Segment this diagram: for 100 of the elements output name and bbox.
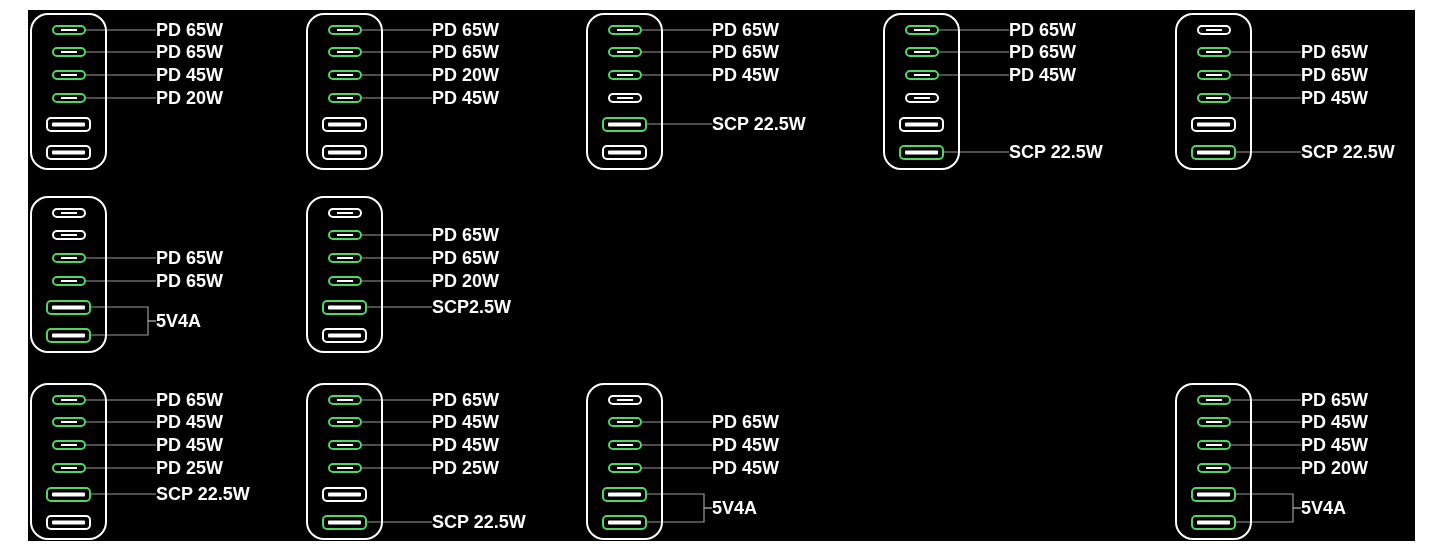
usb-c-port — [51, 25, 86, 35]
charger-outline — [883, 13, 960, 170]
usb-c-port — [327, 208, 362, 218]
port-power-label: PD 65W — [432, 248, 500, 268]
usb-c-port — [51, 70, 86, 80]
leader-line — [90, 493, 157, 495]
usb-c-port — [1196, 93, 1231, 103]
usb-c-port — [51, 208, 86, 218]
leader-line — [84, 29, 157, 31]
usb-c-port — [51, 93, 86, 103]
usb-c-port — [327, 417, 362, 427]
usb-a-port — [46, 116, 91, 132]
leader-line — [646, 123, 713, 125]
leader-line — [360, 234, 433, 236]
port-power-label: 5V4A — [156, 311, 202, 331]
leader-line — [84, 399, 157, 401]
leader-line — [937, 51, 1010, 53]
usb-a-port — [322, 144, 367, 160]
usb-a-port — [46, 486, 91, 502]
leader-line — [360, 280, 433, 282]
leader-line — [1229, 51, 1302, 53]
usb-c-port — [607, 93, 642, 103]
leader-line — [84, 74, 157, 76]
usb-c-port — [1196, 25, 1231, 35]
charger-outline — [30, 383, 107, 540]
leader-line — [937, 74, 1010, 76]
port-power-label: PD 65W — [1301, 42, 1369, 62]
port-power-label: SCP 22.5W — [1301, 142, 1395, 162]
leader-line — [360, 421, 433, 423]
port-power-label: PD 45W — [1009, 65, 1077, 85]
leader-line — [1235, 507, 1302, 523]
usb-a-port — [1191, 116, 1236, 132]
port-power-label: PD 20W — [432, 271, 500, 291]
charger-outline — [306, 196, 383, 353]
usb-a-port — [46, 514, 91, 530]
port-power-label: PD 45W — [1301, 412, 1369, 432]
charger-outline — [306, 383, 383, 540]
usb-a-port — [46, 327, 91, 343]
usb-c-port — [607, 47, 642, 57]
port-power-label: SCP2.5W — [432, 297, 512, 317]
usb-c-port — [1196, 440, 1231, 450]
usb-c-port — [327, 25, 362, 35]
leader-line — [360, 97, 433, 99]
usb-c-port — [327, 276, 362, 286]
port-power-label: PD 20W — [1301, 458, 1369, 478]
usb-a-port — [322, 514, 367, 530]
usb-a-port — [602, 116, 647, 132]
usb-a-port — [46, 144, 91, 160]
leader-line — [1235, 151, 1302, 153]
usb-a-port — [899, 144, 944, 160]
usb-c-port — [607, 417, 642, 427]
usb-a-port — [322, 116, 367, 132]
usb-a-port — [1191, 144, 1236, 160]
leader-line — [84, 444, 157, 446]
port-power-label: PD 65W — [432, 390, 500, 410]
usb-c-port — [51, 253, 86, 263]
port-power-label: SCP 22.5W — [712, 114, 806, 134]
leader-line — [1229, 444, 1302, 446]
port-power-label: PD 65W — [1009, 42, 1077, 62]
leader-line — [646, 507, 713, 523]
charger-outline — [30, 13, 107, 170]
port-power-label: SCP 22.5W — [432, 512, 526, 532]
port-power-label: PD 25W — [156, 458, 224, 478]
leader-line — [1229, 399, 1302, 401]
usb-c-port — [51, 440, 86, 450]
port-power-label: PD 65W — [432, 225, 500, 245]
leader-line — [84, 257, 157, 259]
usb-c-port — [607, 70, 642, 80]
leader-line — [360, 444, 433, 446]
port-power-label: PD 45W — [432, 88, 500, 108]
leader-line — [640, 29, 713, 31]
usb-c-port — [1196, 70, 1231, 80]
leader-line — [640, 51, 713, 53]
usb-c-port — [327, 230, 362, 240]
usb-c-port — [1196, 417, 1231, 427]
port-power-label: PD 65W — [156, 390, 224, 410]
port-power-label: PD 65W — [712, 412, 780, 432]
leader-line — [84, 421, 157, 423]
leader-line — [1229, 97, 1302, 99]
charger-outline — [306, 13, 383, 170]
usb-c-port — [327, 463, 362, 473]
usb-c-port — [904, 25, 939, 35]
charger-outline — [586, 13, 663, 170]
port-power-label: PD 65W — [156, 248, 224, 268]
usb-c-port — [327, 47, 362, 57]
leader-line — [360, 257, 433, 259]
charger-outline — [1175, 383, 1252, 540]
port-power-label: PD 65W — [712, 42, 780, 62]
leader-line — [640, 421, 713, 423]
port-power-label: PD 65W — [712, 20, 780, 40]
usb-c-port — [51, 276, 86, 286]
leader-line — [90, 320, 157, 336]
usb-a-port — [322, 299, 367, 315]
port-power-label: PD 65W — [156, 42, 224, 62]
usb-c-port — [607, 440, 642, 450]
leader-line — [360, 467, 433, 469]
leader-line — [360, 29, 433, 31]
leader-line — [366, 521, 433, 523]
port-power-label: PD 65W — [1301, 390, 1369, 410]
usb-c-port — [904, 70, 939, 80]
